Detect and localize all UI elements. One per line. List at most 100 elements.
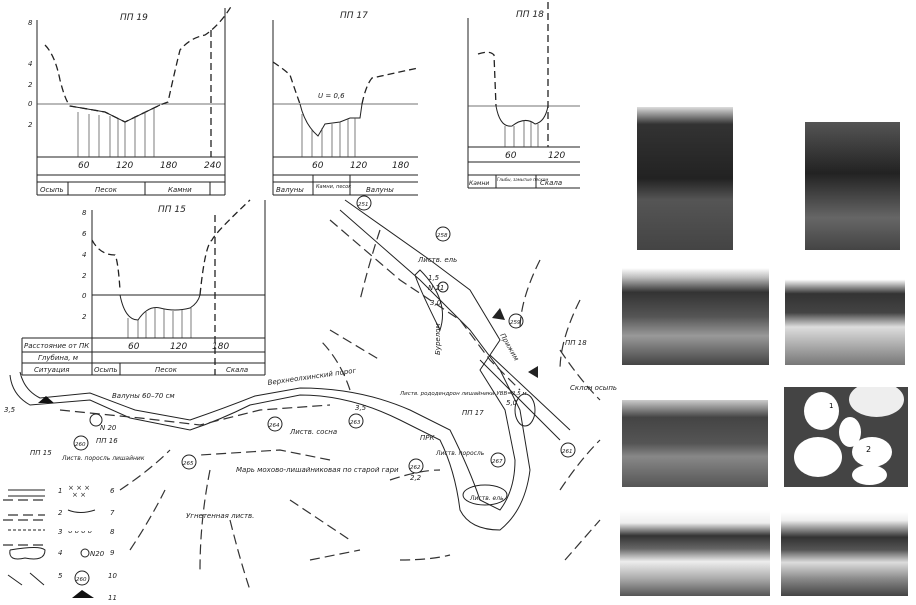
profile-pp17: ПП 17 U = 0,6 60 120 180 Валуны Камни, п… [272, 11, 419, 196]
map-label: 5,0 [506, 399, 518, 407]
profile-title: ПП 17 [340, 11, 368, 21]
situation-cell: Глыбы, замытые песком [497, 177, 548, 182]
x-tick: 180 [392, 161, 409, 171]
svg-text:4: 4 [58, 549, 62, 557]
situation-cell: Камни [469, 180, 489, 187]
x-tick: 120 [170, 342, 187, 352]
x-tick: 120 [350, 161, 367, 171]
map-label: ПП 15 [30, 449, 52, 457]
x-tick: 60 [128, 342, 140, 352]
velocity-annotation: U = 0,6 [318, 92, 345, 100]
row-label: Расстояние от ПК [24, 342, 90, 350]
station-259: 259 [508, 313, 524, 329]
map-label: ПП 18 [565, 339, 587, 347]
photo-riverbank-1 [622, 268, 769, 365]
map-label: Марь мохово-лишайниковая по старой гари [236, 466, 399, 474]
map-label: Листв. ель [417, 256, 457, 264]
svg-text:2: 2 [58, 509, 63, 517]
map-label: 3,5 [355, 404, 367, 412]
situation-cell: Камни [168, 186, 192, 194]
situation-cell: Песок [95, 186, 118, 194]
map-label: Склон осыпь [570, 384, 617, 392]
map-label: ПП 17 [462, 409, 484, 417]
svg-text:7: 7 [110, 509, 115, 517]
map-label: Бурелом [434, 323, 442, 355]
map-label: Листв. ель [469, 495, 504, 502]
situation-cell: Осыпь [94, 366, 118, 374]
svg-text:5: 5 [58, 572, 63, 580]
x-tick: 60 [78, 161, 90, 171]
boulder-label: 2 [866, 445, 872, 454]
svg-text:1: 1 [58, 487, 62, 495]
svg-text:2: 2 [82, 272, 87, 280]
svg-text:8: 8 [82, 209, 87, 217]
svg-text:2: 2 [28, 121, 33, 129]
svg-text:10: 10 [108, 572, 117, 580]
map-label: Листв. рододендрон лишайники УВВ=2,5 м [399, 391, 527, 397]
svg-text:0: 0 [82, 292, 87, 300]
svg-text:0: 0 [28, 100, 33, 108]
map-label: Прижим [498, 332, 520, 363]
x-tick: 60 [312, 161, 324, 171]
svg-text:ᴗ ᴗ ᴗ ᴗ: ᴗ ᴗ ᴗ ᴗ [68, 527, 93, 535]
svg-text:3: 3 [58, 528, 62, 536]
map-label: Угнетенная листв. [186, 512, 254, 520]
boulder-label: 1 [829, 402, 834, 410]
pp-triangles [38, 308, 538, 403]
svg-text:8: 8 [28, 19, 33, 27]
svg-text:265: 265 [183, 461, 194, 467]
svg-text:6: 6 [110, 487, 115, 495]
profile-title: ПП 18 [516, 10, 544, 20]
svg-text:11: 11 [108, 594, 117, 602]
map-label: Листв. сосна [289, 428, 337, 436]
station-264: 264 [267, 416, 283, 432]
svg-text:4: 4 [82, 251, 86, 259]
map-label: N 21 [428, 284, 444, 292]
row-label: Ситуация [34, 366, 69, 374]
map-label: ПРК [420, 434, 435, 442]
svg-text:259: 259 [510, 320, 521, 326]
situation-cell: Валуны [366, 186, 394, 194]
svg-text:261: 261 [562, 449, 573, 455]
svg-text:4: 4 [28, 60, 32, 68]
map-label: 3,5 [4, 406, 16, 414]
svg-text:264: 264 [269, 423, 280, 429]
station-263: 263 [348, 413, 364, 429]
photo-forest-1 [637, 107, 733, 250]
map-label: Листв. поросль [435, 450, 485, 457]
map-label: Листв. поросль лишайник [61, 455, 145, 462]
row-label: Глубина, м [38, 354, 79, 362]
svg-text:2: 2 [82, 313, 87, 321]
svg-text:258: 258 [437, 233, 448, 239]
map-label: Верхнеолхинский порог [267, 367, 357, 387]
profile-pp18: ПП 18 60 120 Камни Глыбы, замытые песком… [467, 2, 580, 189]
station-267: 267 [490, 452, 506, 468]
x-tick: 120 [548, 151, 565, 161]
situation-cell: Скала [226, 366, 248, 374]
map-label: N 20 [100, 424, 117, 432]
photo-river-3 [622, 400, 768, 487]
situation-cell: Осыпь [40, 186, 64, 194]
svg-text:N20: N20 [90, 550, 105, 558]
legend: 1 2 3 4 5 × × ×× × ᴗ ᴗ ᴗ ᴗ N20 260 6 7 8… [7, 484, 117, 602]
station-258: 258 [435, 226, 451, 242]
map-label: 1,5 [428, 274, 440, 282]
map-label: 3,0 [430, 299, 442, 307]
station-251: 251 [356, 195, 372, 211]
svg-text:8: 8 [110, 528, 115, 536]
station-262: 262 [408, 458, 424, 474]
photo-boulders: 1 2 [784, 387, 908, 487]
svg-text:262: 262 [410, 465, 421, 471]
x-tick: 60 [505, 151, 517, 161]
photo-river-5 [781, 512, 908, 596]
photo-river-4 [620, 510, 770, 596]
station-260: 260 [73, 435, 89, 451]
svg-text:263: 263 [350, 420, 361, 426]
svg-text:251: 251 [358, 202, 369, 208]
station-265: 265 [181, 454, 197, 470]
situation-cell: Скала [540, 179, 562, 187]
svg-text:260: 260 [76, 577, 87, 583]
